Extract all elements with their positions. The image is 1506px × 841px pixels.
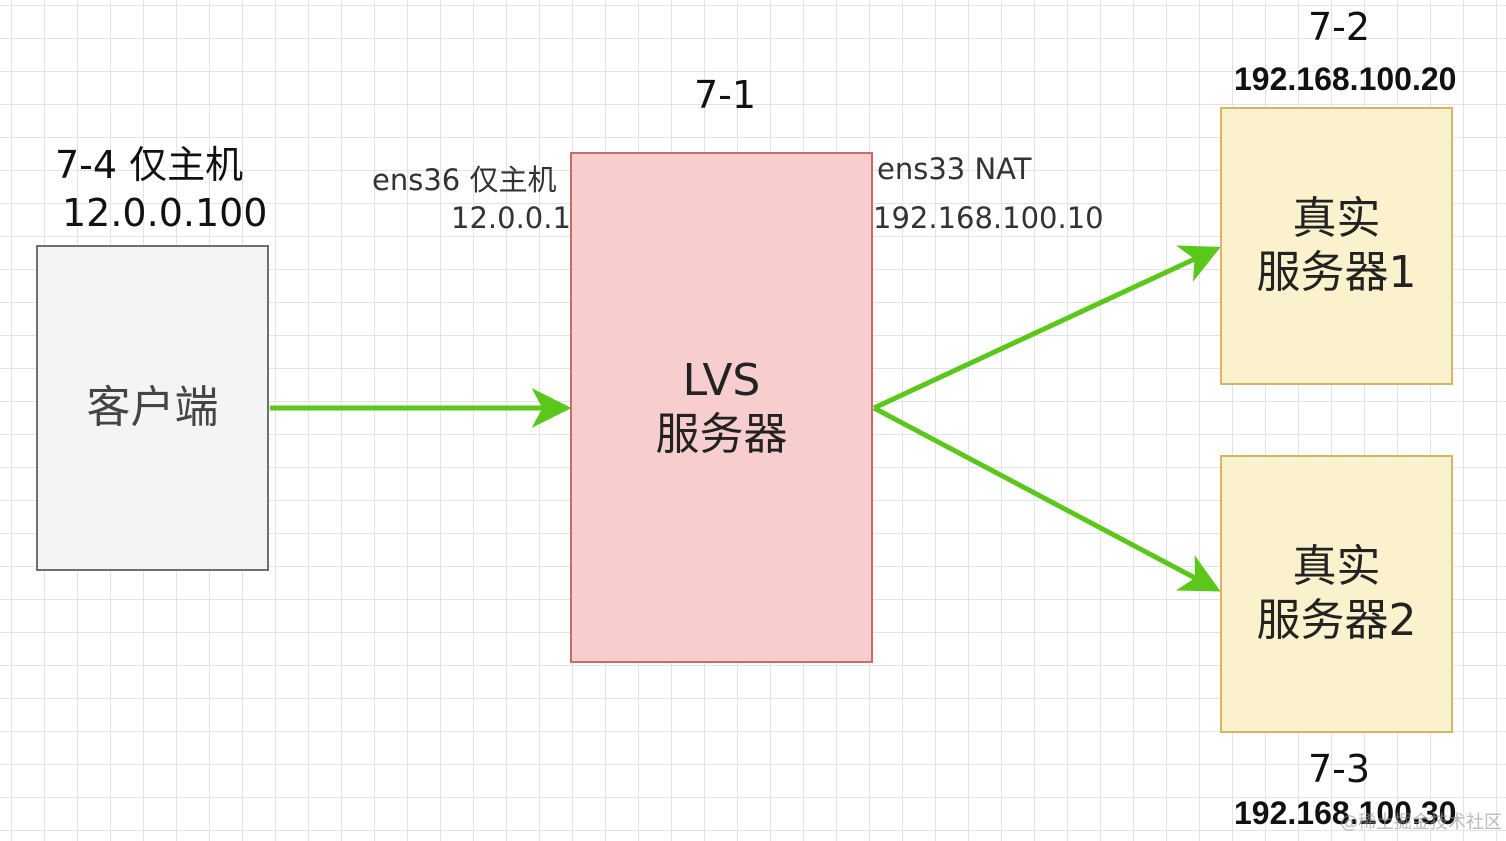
real-server-2-label-line1: 真实 [1292,541,1381,592]
real-server-2-node-label: 真实 服务器2 [1257,540,1417,648]
watermark: @稀土掘金技术社区 [1340,812,1502,833]
ens36-interface-label: ens36 仅主机 [372,163,557,197]
real-server-2-host-label: 7-3 [1308,747,1371,791]
arrow-lvs-to-real-server-2 [872,405,1221,592]
ens36-ip-label: 12.0.0.1 [451,201,571,235]
lvs-server-label-line1: LVS [682,354,761,406]
lvs-server-node[interactable]: LVS 服务器 [570,152,873,663]
lvs-server-node-label: LVS 服务器 [656,354,788,462]
client-node[interactable]: 客户端 [36,245,269,571]
lvs-server-label-line2: 服务器 [655,408,788,460]
real-server-1-node-label: 真实 服务器1 [1257,192,1417,300]
arrow-lvs-to-real-server-1 [872,245,1221,411]
real-server-2-label-line2: 服务器2 [1256,595,1417,646]
real-server-1-label-line1: 真实 [1292,193,1381,244]
real-server-1-host-label: 7-2 [1308,5,1371,49]
real-server-1-ip-label: 192.168.100.20 [1234,61,1457,97]
real-server-1-node[interactable]: 真实 服务器1 [1220,107,1453,385]
real-server-1-label-line2: 服务器1 [1256,247,1417,298]
client-node-label: 客户端 [86,382,219,433]
ens33-ip-label: 192.168.100.10 [873,201,1104,235]
ens33-interface-label: ens33 NAT [877,152,1032,186]
lvs-host-label: 7-1 [694,73,757,117]
real-server-2-ip-label: 192.168.100.30 [1234,795,1457,831]
client-host-label: 7-4 仅主机 [55,143,244,187]
real-server-2-node[interactable]: 真实 服务器2 [1220,455,1453,733]
client-ip-label: 12.0.0.100 [62,191,268,235]
